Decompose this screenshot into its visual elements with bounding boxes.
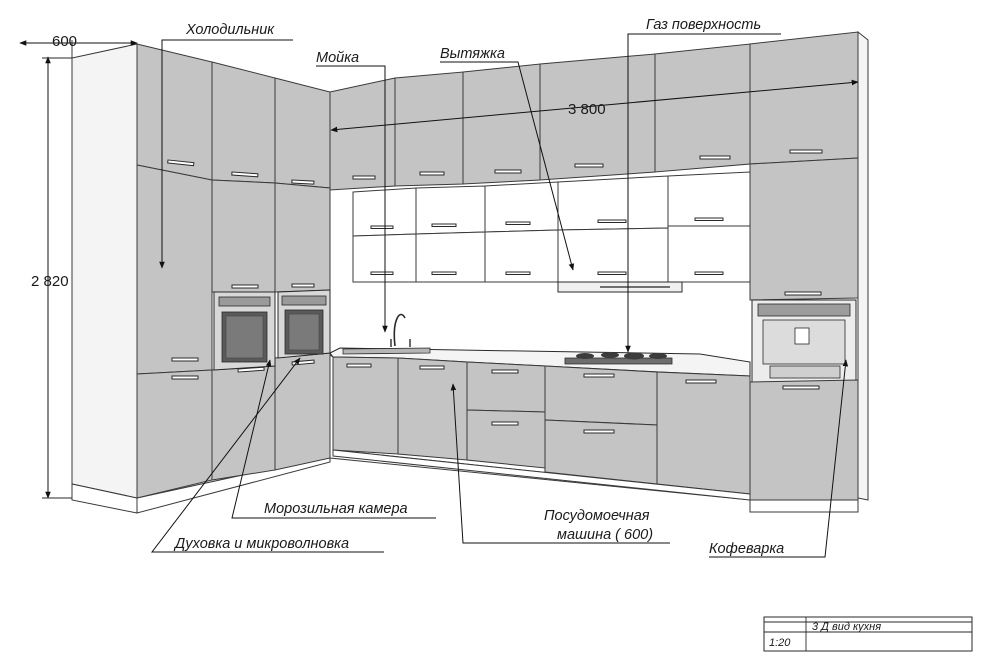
- coffee-machine: [751, 299, 857, 383]
- fridge-top-door-1: [136, 43, 213, 181]
- gas-hob-label: Газ поверхность: [646, 17, 761, 33]
- callout-fridge: Холодильник: [159, 22, 293, 269]
- coffee-machine-label: Кофеварка: [709, 541, 784, 557]
- title-block-title: 3 Д вид кухня: [812, 621, 881, 633]
- sink-label: Мойка: [316, 50, 359, 66]
- left-tall-column: [71, 43, 331, 514]
- callout-dishwasher: Посудомоечная машина ( 600): [450, 383, 670, 544]
- freezer-label: Морозильная камера: [264, 501, 408, 517]
- oven-left: [213, 291, 276, 371]
- callout-oven-microwave: Духовка и микроволновка: [150, 357, 384, 553]
- width-label: 3 800: [568, 101, 606, 118]
- callout-sink: Мойка: [316, 50, 388, 333]
- range-hood: [557, 281, 683, 293]
- sink: [342, 313, 431, 355]
- fridge-top-door-2: [211, 61, 276, 184]
- title-block: 3 Д вид кухня 1:20: [763, 616, 973, 652]
- height-label: 2 820: [31, 273, 69, 290]
- fridge-label: Холодильник: [185, 22, 275, 38]
- dishwasher-label-line2: машина ( 600): [557, 527, 653, 543]
- depth-label: 600: [52, 33, 77, 50]
- oven-microwave-label: Духовка и микроволновка: [173, 536, 349, 552]
- hood-label: Вытяжка: [440, 46, 505, 62]
- base-cabinets: [329, 354, 751, 501]
- callout-gas-hob: Газ поверхность: [625, 17, 781, 353]
- gas-hob: [564, 352, 673, 365]
- freezer-door: [211, 365, 276, 481]
- callout-coffee-machine: Кофеварка: [709, 359, 849, 558]
- dimension-height: 2 820: [31, 56, 72, 499]
- dimension-depth: 600: [19, 33, 138, 58]
- dimension-width: 3 800: [330, 79, 859, 133]
- dishwasher-label-line1: Посудомоечная: [544, 508, 650, 524]
- fridge-lower-door: [136, 369, 213, 499]
- callout-hood: Вытяжка: [440, 46, 575, 271]
- title-block-scale: 1:20: [769, 637, 791, 649]
- oven-right: [277, 289, 331, 359]
- callout-freezer: Морозильная камера: [231, 359, 436, 519]
- right-tall-column: [749, 30, 869, 513]
- fridge-door: [136, 164, 213, 375]
